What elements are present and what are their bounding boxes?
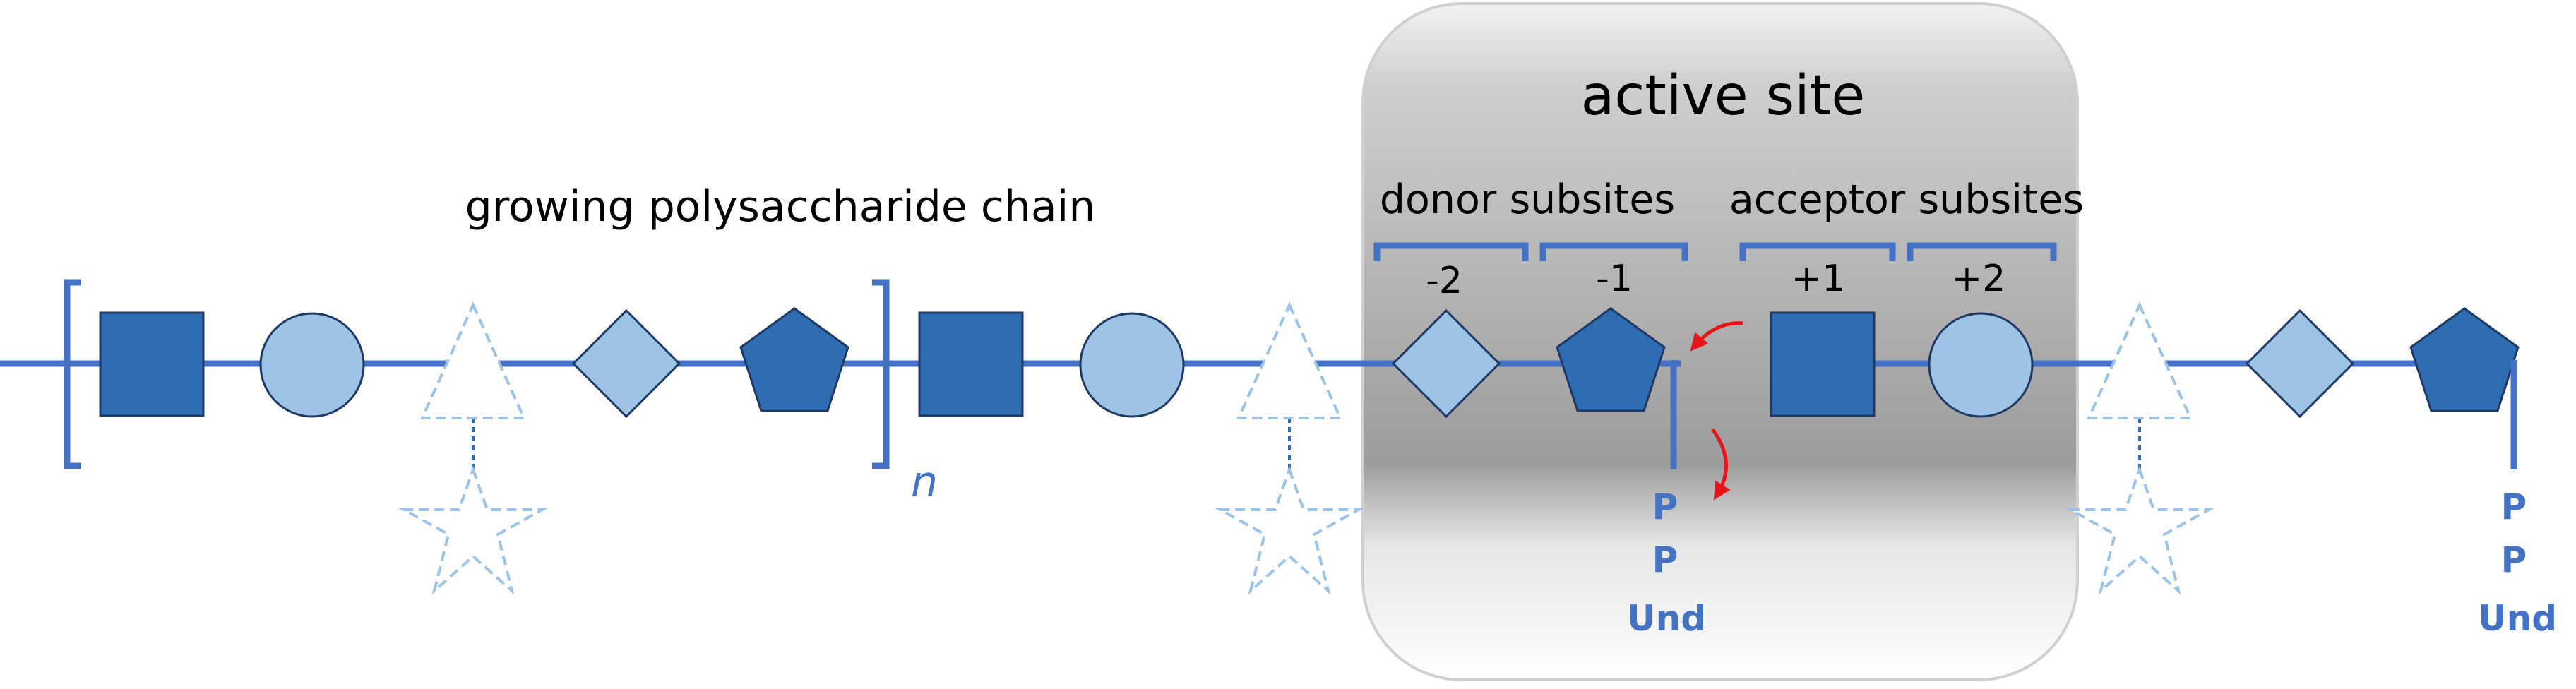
- subsite-label-plus1: +1: [1791, 258, 1846, 300]
- lipid-label-p2-right: P: [2501, 539, 2527, 580]
- pentagon-sugar: [2409, 307, 2520, 412]
- star-sugar-ghost: [2065, 465, 2214, 595]
- circle-sugar: [1079, 312, 1185, 418]
- lipid-label-p2-middle: P: [1652, 539, 1678, 580]
- circle-sugar: [1928, 312, 2034, 418]
- pentagon-sugar: [1556, 307, 1666, 412]
- subsite-label-plus2: +2: [1952, 258, 2006, 300]
- lipid-label-p1-middle: P: [1652, 486, 1678, 527]
- transfer-arrow: [1690, 321, 1743, 352]
- subsite-label-minus1: -1: [1596, 258, 1633, 300]
- subsite-bracket-minus1: [1539, 242, 1688, 261]
- lipid-label-und-middle: Und: [1627, 598, 1706, 639]
- subsite-label-minus2: -2: [1426, 260, 1462, 302]
- left-bracket: [64, 279, 81, 469]
- diamond-sugar: [571, 308, 681, 419]
- active-site-box: [1361, 2, 2079, 681]
- pentagon-sugar: [739, 307, 849, 412]
- star-sugar-ghost: [398, 465, 548, 595]
- square-sugar: [1770, 311, 1876, 417]
- subsite-bracket-plus1: [1739, 242, 1896, 261]
- lipid-label-und-right: Und: [2478, 598, 2557, 639]
- square-sugar: [918, 311, 1024, 417]
- square-sugar: [99, 311, 205, 417]
- right-bracket: [872, 279, 890, 469]
- donor-subsites-label: donor subsites: [1380, 176, 1675, 223]
- active-site-title: active site: [1581, 64, 1866, 128]
- diamond-sugar: [1391, 308, 1501, 419]
- subsite-bracket-plus2: [1907, 242, 2057, 261]
- diamond-sugar: [2245, 308, 2355, 419]
- release-arrow: [1710, 428, 1731, 501]
- triangle-sugar-ghost: [1236, 301, 1343, 419]
- acceptor-subsites-label: acceptor subsites: [1729, 176, 2084, 223]
- circle-sugar: [259, 312, 365, 418]
- star-sugar-ghost: [1215, 465, 1364, 595]
- subsite-bracket-minus2: [1373, 242, 1529, 261]
- lipid-label-p1-right: P: [2501, 486, 2527, 527]
- repeat-index-n: n: [911, 457, 938, 507]
- chain-label: growing polysaccharide chain: [465, 182, 1096, 232]
- triangle-sugar-ghost: [419, 301, 527, 419]
- triangle-sugar-ghost: [2086, 301, 2193, 419]
